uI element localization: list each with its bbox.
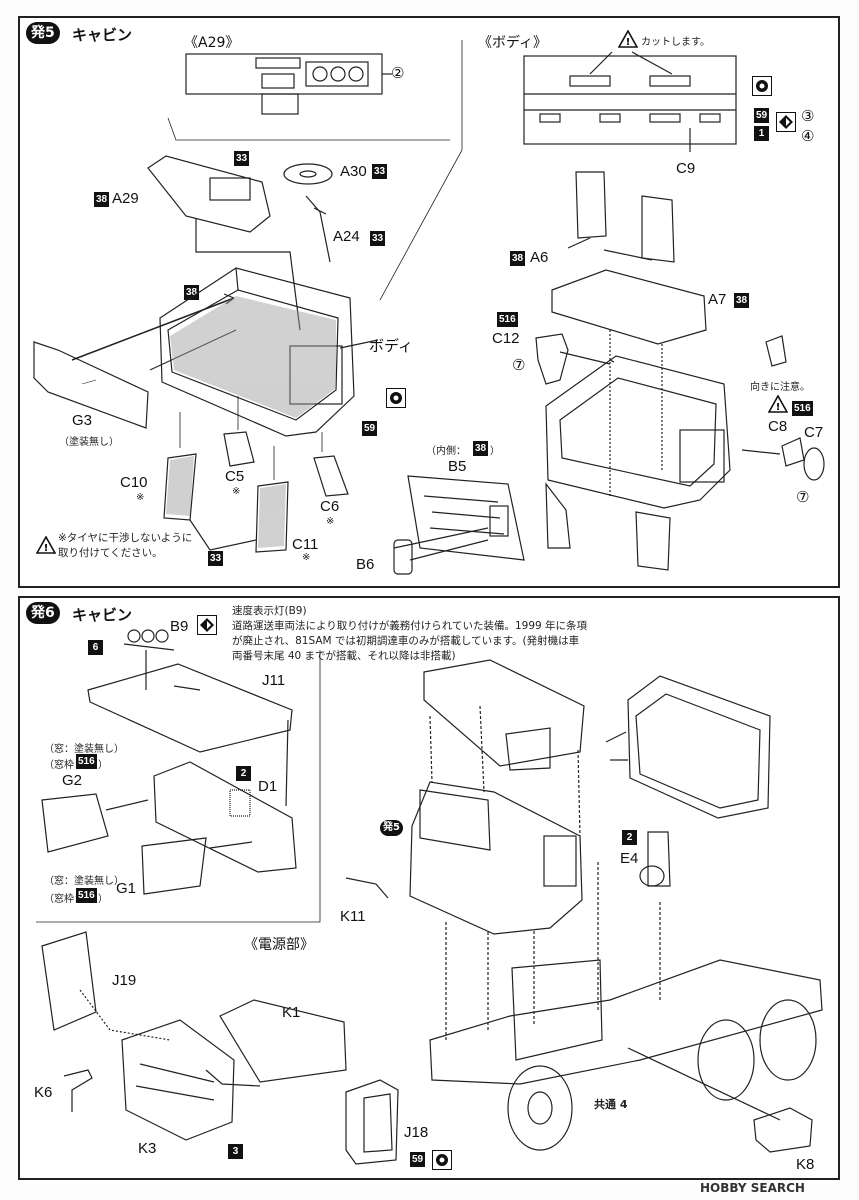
label-g2: G2: [62, 772, 83, 789]
sub-power: 《電源部》: [244, 937, 314, 953]
label-k3: K3: [138, 1140, 157, 1157]
paint-516-g2: 516: [76, 754, 97, 769]
label-j19: J19: [112, 972, 137, 989]
decal-diamond-icon-b9: [197, 615, 217, 635]
callout-4: ④: [801, 127, 815, 145]
callout-3: ③: [801, 107, 815, 125]
paint-38-a6: 38: [510, 251, 526, 266]
label-b5: B5: [448, 458, 467, 475]
svg-text:!: !: [626, 37, 631, 48]
paint-38-a29: 38: [94, 192, 110, 207]
label-k8: K8: [796, 1156, 815, 1173]
note-b5-inner: （内側：: [426, 446, 466, 457]
paint-38-b5: 38: [473, 441, 489, 456]
step6-badge: 発6: [26, 602, 60, 624]
ref-hatsu5: 発5: [380, 820, 403, 836]
paint-59-j18: 59: [410, 1152, 426, 1167]
step6-panel: [18, 596, 840, 1180]
note-g3: （塗装無し）: [59, 437, 119, 448]
label-c5: C5: [225, 468, 245, 485]
paint-33-a29: 33: [234, 151, 250, 166]
label-k11: K11: [340, 908, 366, 925]
note-g2-window: （窓：塗装無し）: [44, 744, 124, 755]
note-g1-close: ）: [98, 894, 108, 905]
label-b9: B9: [170, 618, 189, 635]
b9-note-1: 速度表示灯(B9): [232, 605, 307, 617]
mark-c5: ※: [232, 486, 241, 497]
sub-a29: 《A29》: [184, 35, 240, 51]
label-c10: C10: [120, 474, 148, 491]
sub-body: 《ボディ》: [478, 35, 548, 51]
mark-c11: ※: [302, 552, 311, 563]
step6-title: キャビン: [72, 606, 133, 624]
label-j11: J11: [262, 672, 286, 689]
callout-7-right: ⑦: [796, 488, 810, 506]
label-a29: A29: [112, 190, 139, 207]
label-d1: D1: [258, 778, 278, 795]
label-body: ボディ: [369, 338, 413, 355]
svg-text:!: !: [44, 543, 49, 554]
cut-note: カットします。: [641, 37, 710, 48]
paint-516-c12: 516: [497, 312, 518, 327]
note-b5-close: ）: [490, 446, 500, 457]
label-a30: A30: [340, 163, 367, 180]
paint-1-body: 1: [754, 126, 769, 141]
hobbysearch-watermark: HOBBY SEARCH: [700, 1181, 805, 1195]
orient-note: 向きに注意。: [750, 382, 810, 393]
tire-note-2: 取り付けてください。: [58, 547, 163, 559]
note-g1-window: （窓：塗装無し）: [44, 876, 124, 887]
ref-common4: 共通 4: [594, 1098, 628, 1111]
paint-38-a7: 38: [734, 293, 750, 308]
decal-diamond-icon: [776, 112, 796, 132]
label-e4: E4: [620, 850, 639, 867]
paint-33-a24: 33: [370, 231, 386, 246]
paint-2-d1: 2: [236, 766, 251, 781]
mark-c10: ※: [136, 492, 145, 503]
b9-note-3: が廃止され、81SAM では初期調達車のみが搭載しています。(発射機は車: [232, 635, 580, 647]
paint-3-k3: 3: [228, 1144, 243, 1159]
label-g1: G1: [116, 880, 137, 897]
label-c11: C11: [292, 536, 319, 553]
callout-7-left: ⑦: [512, 356, 526, 374]
paint-516-g1: 516: [76, 888, 97, 903]
label-c6: C6: [320, 498, 340, 515]
note-g2-close: ）: [98, 760, 108, 771]
label-a24: A24: [333, 228, 360, 245]
paint-59-cabin: 59: [362, 421, 378, 436]
paint-2-e4: 2: [622, 830, 637, 845]
step5-badge: 発5: [26, 22, 60, 44]
label-j18: J18: [404, 1124, 429, 1141]
b9-note-2: 道路運送車両法により取り付けが義務付けられていた装備。1999 年に条項: [232, 620, 588, 632]
label-k6: K6: [34, 1084, 53, 1101]
svg-text:!: !: [776, 402, 781, 413]
label-c8: C8: [768, 418, 788, 435]
label-k1: K1: [282, 1004, 301, 1021]
paint-516-c8: 516: [792, 401, 813, 416]
label-b6: B6: [356, 556, 375, 573]
label-a6: A6: [530, 249, 549, 266]
callout-2: ②: [391, 64, 405, 82]
paint-59-body: 59: [754, 108, 770, 123]
step5-title: キャビン: [72, 26, 133, 44]
warning-icon-tire: !: [36, 536, 56, 554]
label-g3: G3: [72, 412, 93, 429]
decal-dot-icon: [386, 388, 406, 408]
paint-38-cabin: 38: [184, 285, 200, 300]
b9-note-4: 両番号末尾 40 までが搭載、それ以降は非搭載): [232, 650, 456, 662]
paint-33-panels: 33: [208, 551, 224, 566]
label-a7: A7: [708, 291, 727, 308]
mark-c6: ※: [326, 516, 335, 527]
decal-dot-icon-body: [752, 76, 772, 96]
paint-33-a30: 33: [372, 164, 388, 179]
label-c7: C7: [804, 424, 824, 441]
decal-dot-icon-j18: [432, 1150, 452, 1170]
warning-icon: !: [618, 30, 638, 48]
label-c9: C9: [676, 160, 696, 177]
warning-icon-orient: !: [768, 395, 788, 413]
label-c12: C12: [492, 330, 520, 347]
tire-note-1: ※タイヤに干渉しないように: [58, 532, 193, 544]
paint-6-b9: 6: [88, 640, 103, 655]
